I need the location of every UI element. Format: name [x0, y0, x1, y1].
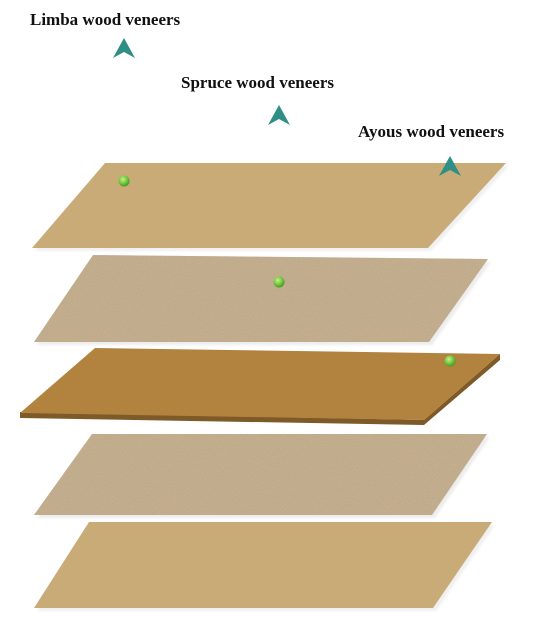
layer-spruce — [34, 255, 491, 345]
spruce-label: Spruce wood veneers — [181, 73, 334, 92]
spruce-arrow-head — [268, 105, 290, 125]
layer-spruce-sheet — [34, 255, 488, 342]
layer-4 — [34, 434, 490, 518]
limba-pointer — [113, 38, 135, 187]
layer-ayous-sheet — [20, 348, 500, 420]
layer-ayous-edge — [20, 354, 500, 425]
layer-limba-sheet — [32, 163, 506, 248]
layer-limba — [32, 163, 509, 251]
layer-ayous — [20, 348, 500, 425]
spruce-marker-dot — [273, 276, 285, 288]
ayous-pointer — [439, 156, 461, 367]
layer-bottom — [34, 522, 495, 611]
layer-4-sheet — [34, 434, 487, 515]
spruce-pointer — [268, 105, 290, 288]
ayous-marker-dot — [444, 355, 456, 367]
limba-arrow-head — [113, 38, 135, 58]
layer-bottom-sheet — [34, 522, 492, 608]
limba-label: Limba wood veneers — [30, 10, 181, 29]
limba-marker-dot — [118, 175, 130, 187]
ayous-label: Ayous wood veneers — [358, 122, 504, 141]
ayous-arrow-head — [439, 156, 461, 176]
